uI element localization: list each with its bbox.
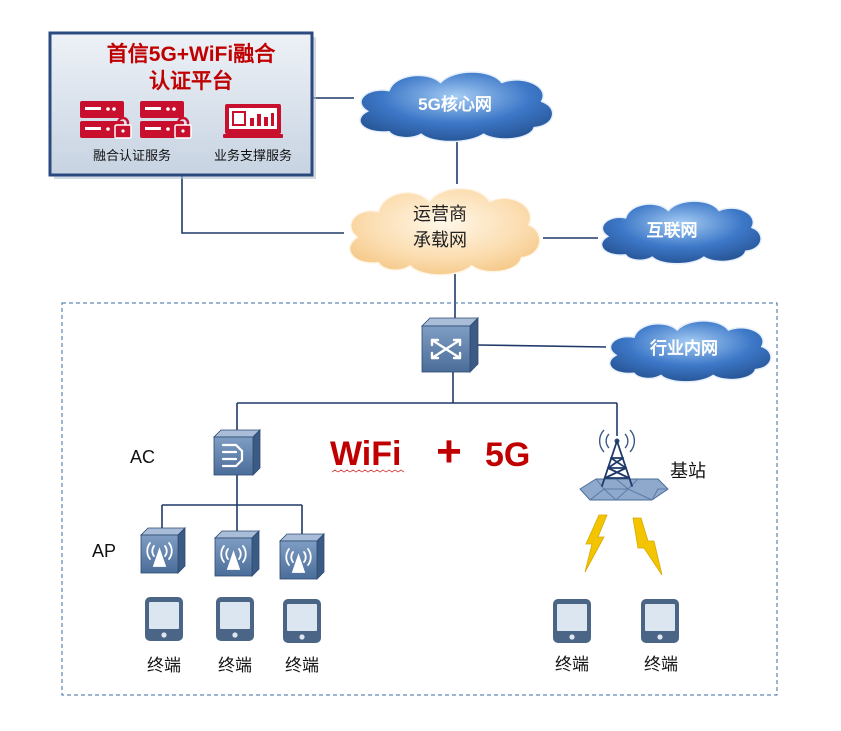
base-station-icon — [579, 429, 669, 501]
cloud-label-carrier-line1: 运营商 — [413, 204, 467, 224]
phone-icon — [283, 599, 321, 643]
platform-title-line2: 认证平台 — [149, 69, 233, 93]
ap-label: AP — [92, 541, 116, 561]
cloud-label-carrier-line2: 承载网 — [413, 230, 467, 250]
server-lock-icon — [140, 101, 192, 139]
link-platform-carrier — [181, 175, 344, 234]
wifi-text: WiFi — [330, 435, 401, 473]
fiveg-text: 5G — [485, 436, 530, 474]
link-router-industry — [477, 344, 607, 348]
connection-lines — [161, 97, 618, 535]
auth-platform-box: 首信5G+WiFi融合 认证平台 — [48, 31, 316, 179]
ac-controller-icon — [213, 429, 261, 476]
phone-icon — [216, 597, 254, 641]
terminal-label: 终端 — [555, 655, 589, 674]
cloud-carrier-network: 运营商 承载网 — [348, 187, 541, 276]
cloud-label-internet: 互联网 — [647, 221, 698, 240]
terminal-label: 终端 — [644, 655, 678, 674]
terminal-label: 终端 — [147, 656, 181, 675]
terminal-label: 终端 — [218, 656, 252, 675]
phone-icon — [145, 597, 183, 641]
phone-icon — [553, 599, 591, 643]
access-point-icon — [140, 527, 186, 574]
link-ac-ap-bus — [161, 475, 303, 535]
enterprise-area-dashed-border — [61, 302, 778, 696]
ac-label: AC — [130, 447, 155, 467]
phone-icon — [641, 599, 679, 643]
platform-title-line1: 首信5G+WiFi融合 — [107, 42, 276, 66]
cloud-label-industry: 行业内网 — [649, 338, 718, 358]
terminal-label: 终端 — [285, 656, 319, 675]
plus-sign: + — [436, 427, 462, 476]
monitor-chart-icon — [223, 104, 283, 138]
access-point-icon — [279, 533, 325, 580]
service-label-auth: 融合认证服务 — [93, 148, 171, 163]
router-icon — [421, 317, 479, 373]
lightning-bolt-icon — [632, 517, 663, 576]
cloud-label-core: 5G核心网 — [418, 94, 492, 114]
server-lock-icon — [80, 101, 132, 139]
spellcheck-underline — [331, 469, 405, 473]
base-station-label: 基站 — [670, 461, 706, 481]
service-label-support: 业务支撑服务 — [214, 148, 292, 163]
cloud-5g-core: 5G核心网 — [359, 71, 554, 143]
cloud-industry-intranet: 行业内网 — [608, 320, 772, 383]
lightning-bolt-icon — [584, 514, 608, 573]
cloud-internet: 互联网 — [600, 200, 762, 265]
access-point-icon — [214, 530, 260, 577]
